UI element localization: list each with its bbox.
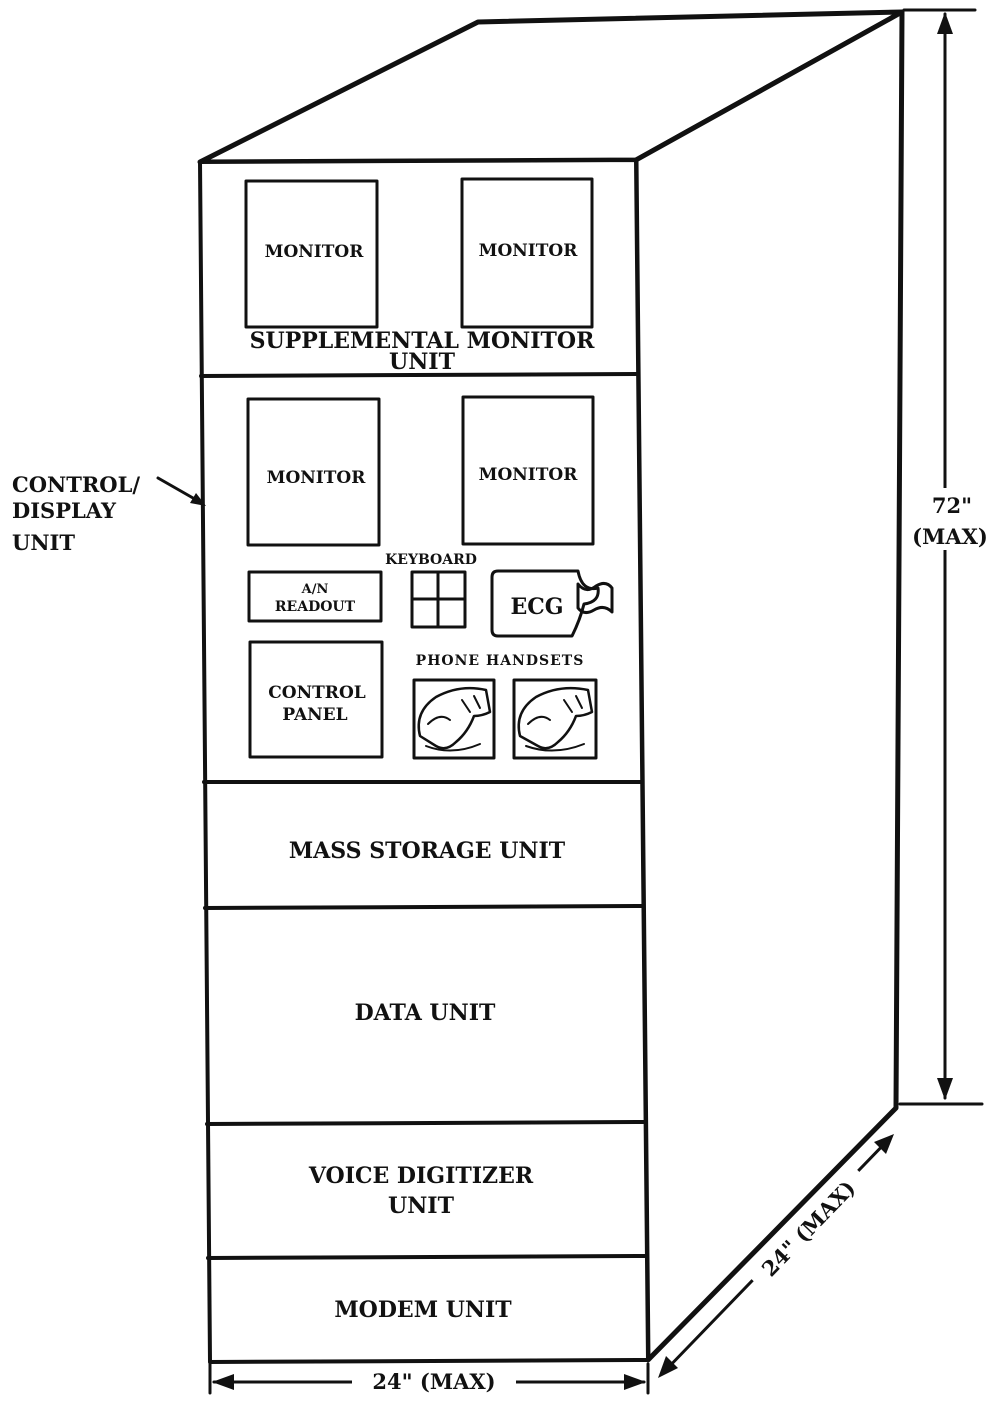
display-monitor-left-label: MONITOR	[267, 468, 367, 488]
phone-handset-right	[512, 678, 598, 760]
phone-handsets-label: PHONE HANDSETS	[416, 653, 585, 669]
control-panel	[248, 640, 384, 759]
height-value-label: 72"	[932, 493, 972, 518]
cabinet-side-face	[633, 9, 905, 1363]
modem-unit-label: MODEM UNIT	[334, 1297, 512, 1323]
phone-handset-left	[412, 678, 496, 760]
display-monitor-left	[246, 397, 381, 547]
width-label: 24" (MAX)	[372, 1369, 495, 1394]
an-readout-label-line2: READOUT	[275, 599, 356, 615]
phone-handset-right-icon	[517, 686, 594, 752]
supplemental-unit-label-line1: SUPPLEMENTAL MONITOR	[250, 328, 595, 354]
callout-label-line3: UNIT	[12, 530, 75, 555]
width-dimension: 24" (MAX)	[208, 1362, 650, 1395]
control-display-unit: MONITOR MONITOR A/N READOUT KEYBOARD ECG…	[246, 395, 614, 760]
supplemental-unit-label-line2: UNIT	[389, 349, 456, 375]
callout-label-line1: CONTROL/	[12, 472, 140, 497]
callout-arrowhead	[190, 493, 206, 506]
ecg-label: ECG	[510, 594, 563, 620]
display-monitor-right	[461, 395, 595, 546]
height-max-label: (MAX)	[912, 524, 988, 549]
supplemental-monitor-right	[460, 177, 594, 329]
display-monitor-right-label: MONITOR	[479, 465, 579, 485]
data-unit-label: DATA UNIT	[355, 1000, 496, 1026]
width-arrow-left	[212, 1374, 234, 1390]
supplemental-monitor-unit: MONITOR MONITOR SUPPLEMENTAL MONITOR UNI…	[244, 177, 595, 375]
depth-arrow-top	[874, 1134, 894, 1154]
keyboard-label: KEYBOARD	[385, 552, 477, 568]
height-arrow-bottom	[937, 1078, 953, 1100]
supplemental-monitor-left	[244, 179, 379, 329]
ecg-flag-icon	[576, 581, 614, 615]
height-dimension: 72" (MAX)	[898, 8, 994, 1106]
voice-digitizer-unit-label-line2: UNIT	[388, 1193, 455, 1219]
supplemental-monitor-right-label: MONITOR	[479, 241, 579, 261]
control-panel-label-line2: PANEL	[282, 705, 347, 725]
an-readout-panel	[247, 570, 383, 623]
width-arrow-right	[624, 1374, 646, 1390]
voice-digitizer-unit-label-line1: VOICE DIGITIZER	[308, 1163, 534, 1189]
depth-arrow-bottom	[658, 1356, 678, 1378]
height-arrow-top	[937, 12, 953, 34]
phone-handset-left-icon	[417, 686, 492, 752]
cabinet-front-face	[198, 158, 650, 1364]
control-panel-label-line1: CONTROL	[268, 683, 365, 703]
mass-storage-unit-label: MASS STORAGE UNIT	[289, 838, 566, 864]
supplemental-monitor-left-label: MONITOR	[265, 242, 365, 262]
section-dividers	[199, 372, 648, 1260]
ecg-unit: ECG	[490, 569, 614, 638]
control-display-callout: CONTROL/ DISPLAY UNIT	[12, 472, 206, 555]
an-readout-label-line1: A/N	[301, 582, 329, 597]
cabinet-outline	[197, 9, 905, 1364]
callout-label-line2: DISPLAY	[12, 498, 117, 523]
